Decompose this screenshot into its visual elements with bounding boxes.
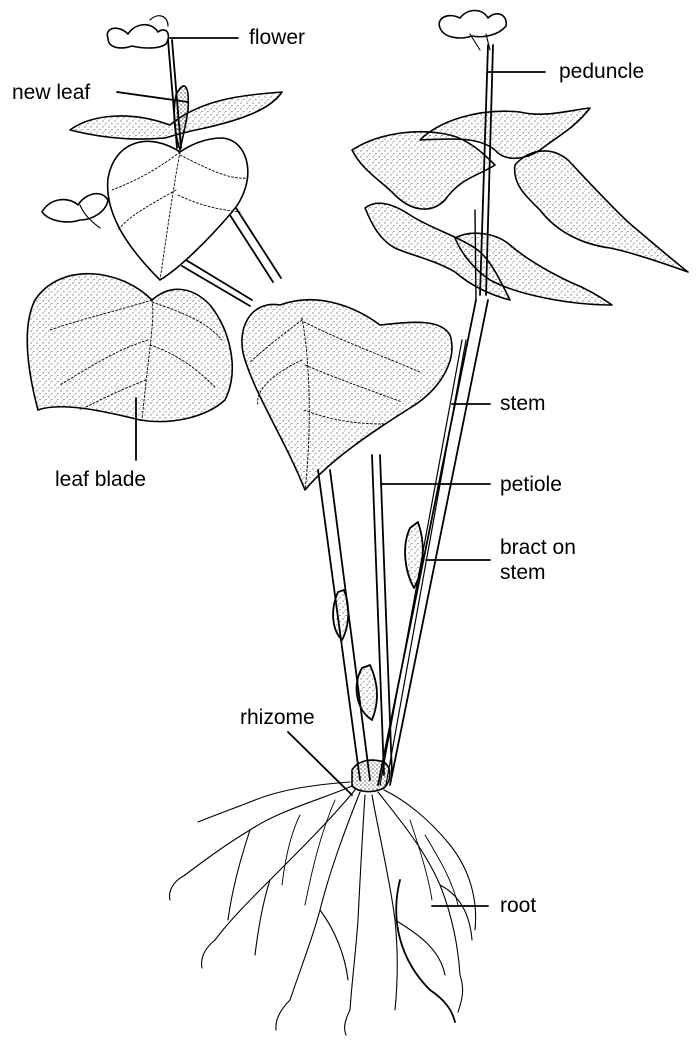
label-flower: flower [249,26,305,50]
upper-heart-leaf [108,138,248,280]
label-rhizome: rhizome [240,706,315,730]
right-leaf-b [515,151,688,272]
label-new-leaf: new leaf [12,81,90,105]
label-leaf-blade: leaf blade [55,468,146,492]
rhizome-body [352,760,390,792]
leaf-blade-shape [27,274,232,422]
roots-group [170,782,476,1035]
leader-rhizome [288,732,352,795]
side-flower [42,194,108,222]
label-root: root [500,894,536,918]
flower-right [439,11,506,38]
label-petiole: petiole [500,473,562,497]
label-peduncle: peduncle [559,60,644,84]
label-stem: stem [500,392,546,416]
flower-top [107,25,168,48]
leaves-group [27,11,688,792]
middle-leaf [242,300,452,490]
right-leaf-a [352,132,495,209]
label-bract-on-stem: bract on stem [500,535,576,585]
